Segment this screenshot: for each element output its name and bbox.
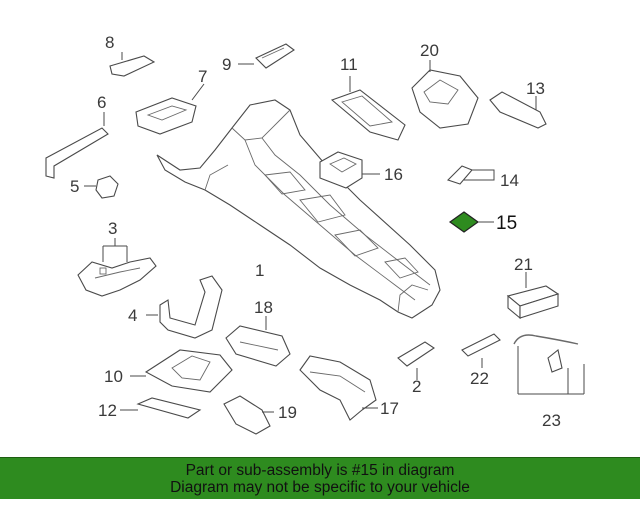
part-8-cover [109,52,156,77]
callout-12: 12 [98,401,117,420]
callout-1: 1 [255,261,264,280]
callout-9: 9 [222,55,231,74]
callout-6: 6 [97,93,106,112]
callout-8: 8 [105,33,114,52]
callout-21: 21 [514,255,533,274]
part-3-bracket [77,238,157,297]
part-12-mat [120,397,202,419]
callout-3: 3 [108,219,117,238]
callout-16: 16 [384,165,403,184]
part-19-hinge [223,395,274,435]
banner-line-1: Part or sub-assembly is #15 in diagram [185,462,455,479]
part-11-shift-cover [330,76,406,141]
parts-diagram: 1 2 3 4 5 6 7 8 9 10 11 12 13 14 15 16 1… [45,33,585,435]
callout-22: 22 [470,369,489,388]
callout-17: 17 [380,399,399,418]
callout-14: 14 [500,171,519,190]
part-9-switch-panel [238,43,295,69]
callout-23: 23 [542,411,561,430]
part-18-armrest-lid [225,316,291,367]
part-2-trim-strip [397,341,435,380]
part-4-mounting-bracket [146,275,223,339]
part-20-cup-holder [411,60,479,129]
part-22-trim-strip [461,333,501,368]
part-6-side-trim [45,112,109,179]
part-16-switch [319,151,380,189]
callout-11: 11 [340,55,358,74]
callout-15: 15 [496,213,517,234]
callout-18: 18 [254,298,273,317]
callout-4: 4 [128,306,137,325]
callout-19: 19 [278,403,297,422]
part-13-bracket [489,91,547,129]
banner-line-2: Diagram may not be specific to your vehi… [170,479,470,496]
part-14-clip [446,165,495,185]
info-banner: Part or sub-assembly is #15 in diagram D… [0,457,640,499]
part-5-clip [84,175,119,199]
part-15-highlighted [448,211,494,233]
callout-10: 10 [104,367,123,386]
part-10-shift-boot-panel [130,349,233,393]
callout-2: 2 [412,377,421,396]
callout-5: 5 [70,177,79,196]
part-17-armrest-base [299,355,378,421]
part-21-storage-box [506,272,560,320]
callout-13: 13 [526,79,545,98]
part-23-cable-and-clips [513,334,585,395]
part-1-center-console [156,99,441,319]
callout-7: 7 [198,67,207,86]
part-7-tray [135,83,205,135]
callout-20: 20 [420,41,439,60]
